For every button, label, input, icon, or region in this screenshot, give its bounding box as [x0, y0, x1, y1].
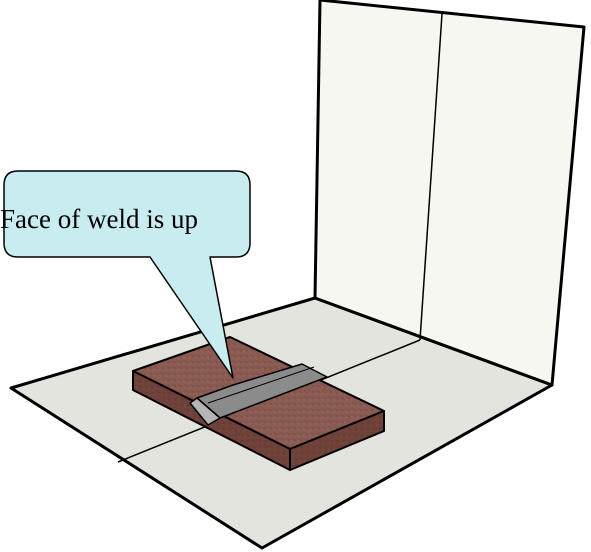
wall-center-line — [419, 13, 443, 341]
callout-bubble — [3, 170, 251, 379]
plate-right-side — [289, 410, 385, 471]
callout-text: Face of weld is up — [0, 204, 198, 234]
weld-bead-ridge — [207, 366, 315, 404]
weld-bead-face — [189, 397, 221, 426]
vertical-wall-plane — [313, 0, 586, 387]
